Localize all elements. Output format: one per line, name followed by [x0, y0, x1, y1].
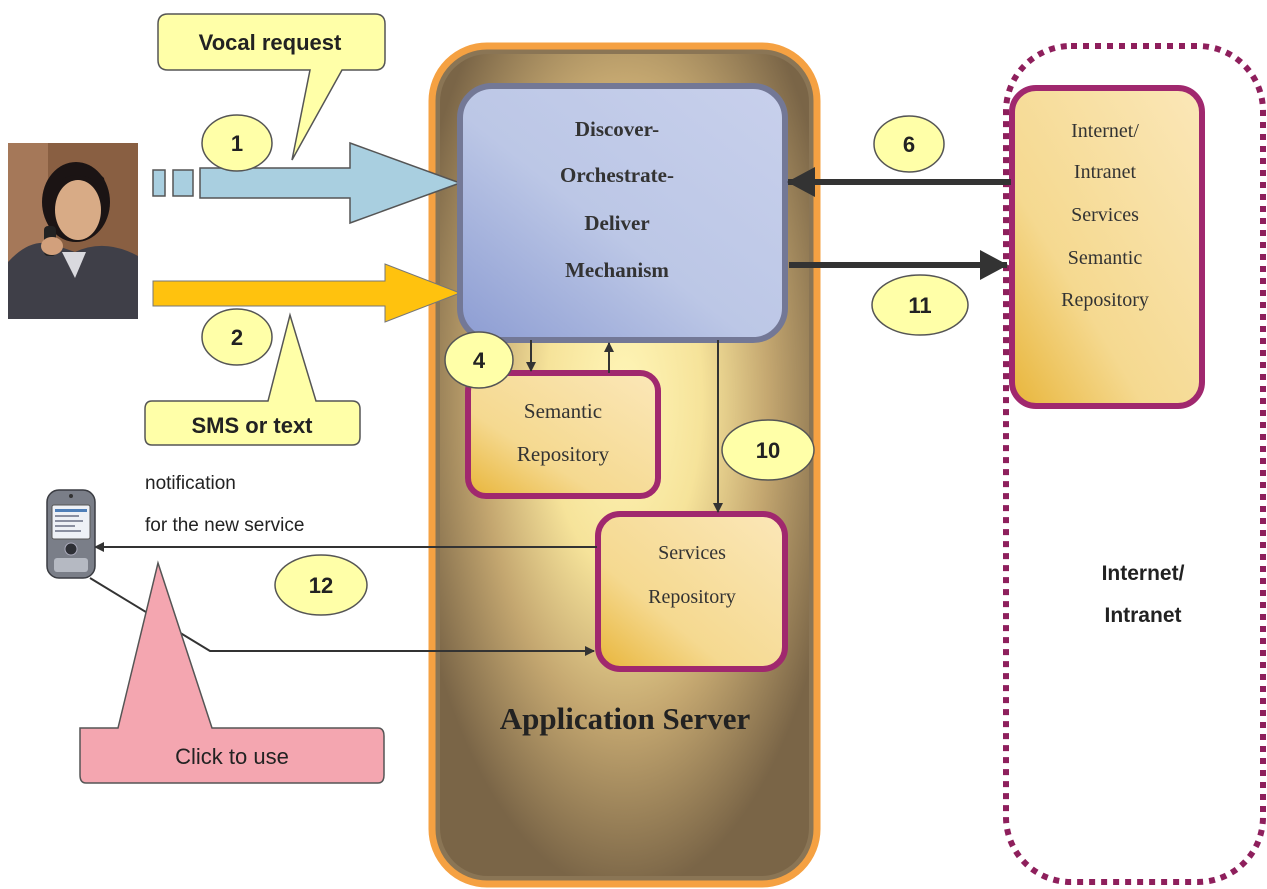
mobile-phone-icon: [46, 489, 96, 579]
step-2-text: 2: [231, 325, 243, 350]
step-badge-1: 1: [201, 114, 273, 172]
services-repository-line2: Repository: [648, 586, 736, 608]
arrow-phone-to-services: [89, 577, 595, 656]
step-badge-6: 6: [873, 115, 945, 173]
step-badge-2: 2: [201, 308, 273, 366]
step-4-text: 4: [473, 348, 486, 373]
sms-or-text-text: SMS or text: [191, 413, 313, 438]
user-photo: [8, 143, 138, 319]
step-10-text: 10: [756, 438, 780, 463]
step-badge-12: 12: [274, 554, 368, 616]
mechanism-line2: Orchestrate-: [560, 163, 674, 187]
step-12-text: 12: [309, 573, 333, 598]
notification-label: notification for the new service: [145, 473, 304, 536]
mechanism-box: [457, 83, 788, 343]
internet-services-repository-box: [1009, 85, 1205, 409]
app-server-label: Application Server: [500, 701, 751, 736]
mechanism-line3: Deliver: [584, 211, 649, 235]
internet-zone: [1003, 43, 1266, 885]
internet-services-repository-label: Internet/ Intranet Services Semantic Rep…: [1061, 120, 1149, 311]
internet-services-line4: Semantic: [1068, 247, 1143, 269]
step-6-text: 6: [903, 132, 915, 157]
step-1-text: 1: [231, 131, 243, 156]
step-badge-10: 10: [721, 419, 815, 481]
internet-services-line5: Repository: [1061, 289, 1149, 311]
mechanism-label: Discover- Orchestrate- Deliver Mechanism: [560, 117, 674, 282]
semantic-repository-label: Semantic Repository: [517, 399, 610, 466]
vocal-request-arrow: [152, 141, 463, 225]
sms-callout: [144, 312, 361, 446]
services-repository-label: Services Repository: [648, 542, 736, 608]
step-badge-4: 4: [444, 331, 514, 389]
internet-services-line3: Services: [1071, 204, 1139, 226]
internet-services-line2: Intranet: [1074, 161, 1137, 183]
semantic-repository-line1: Semantic: [524, 399, 602, 423]
click-to-use-text: Click to use: [175, 744, 289, 769]
vocal-request-callout: [157, 13, 386, 161]
notification-line1: notification: [145, 473, 236, 494]
click-to-use-callout: [79, 560, 385, 784]
internet-zone-label-line1: Internet/: [1102, 562, 1185, 585]
internet-zone-label: Internet/ Intranet: [1102, 562, 1185, 627]
step-11-text: 11: [908, 293, 931, 318]
vocal-request-text: Vocal request: [199, 30, 342, 55]
step-badge-11: 11: [871, 274, 969, 336]
internet-services-line1: Internet/: [1071, 120, 1139, 142]
internet-zone-label-line2: Intranet: [1104, 604, 1181, 627]
sms-arrow: [152, 263, 462, 323]
semantic-repository-box: [465, 370, 661, 499]
mechanism-line4: Mechanism: [565, 258, 669, 282]
semantic-repository-line2: Repository: [517, 442, 610, 466]
mechanism-line1: Discover-: [575, 117, 659, 141]
services-repository-line1: Services: [658, 542, 726, 564]
services-repository-box: [595, 511, 788, 672]
notification-line2: for the new service: [145, 515, 304, 536]
